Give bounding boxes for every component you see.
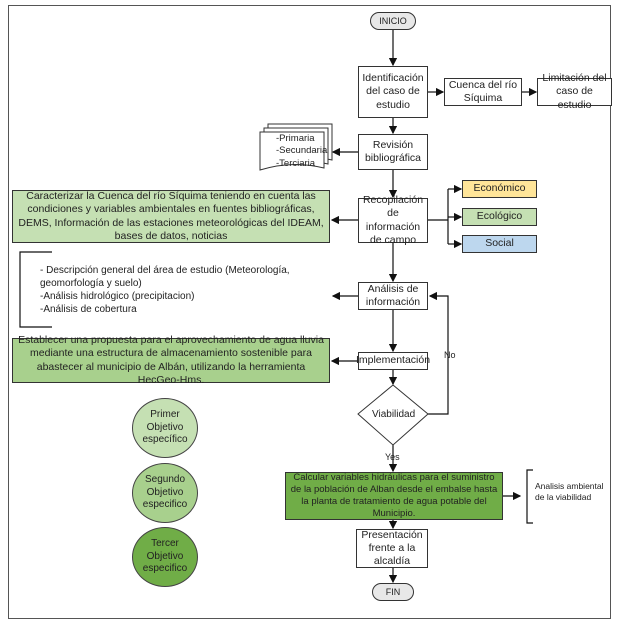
viabilidad-label: Viabilidad: [372, 409, 416, 420]
calcular-box: Calcular variables hidráulicas para el s…: [285, 472, 503, 520]
ecologico-box: Ecológico: [462, 208, 537, 226]
analisis-list: - Descripción general del área de estudi…: [40, 265, 290, 315]
identificacion-box: Identificación del caso de estudio: [358, 66, 428, 118]
legend-primer-objetivo: Primer Objetivo específico: [132, 398, 198, 458]
no-label: No: [444, 350, 456, 360]
document-stack-icon: [259, 123, 333, 171]
social-box: Social: [462, 235, 537, 253]
diagram-border: [8, 5, 611, 619]
inicio-terminal: INICIO: [370, 12, 416, 30]
yes-label: Yes: [385, 452, 400, 462]
fin-terminal: FIN: [372, 583, 414, 601]
recopilacion-box: Recopilación de información de campo: [358, 194, 428, 246]
sources-list: -Primaria -Secundaria -Terciaria: [276, 133, 328, 169]
legend-segundo-objetivo: Segundo Objetivo especifico: [132, 463, 198, 523]
legend-tercer-objetivo: Tercer Objetivo especifico: [132, 527, 198, 587]
viabilidad-diamond: [357, 384, 429, 446]
implementacion-box: Implementación: [356, 352, 430, 370]
cuenca-box: Cuenca del río Síquima: [444, 78, 522, 106]
revision-box: Revisión bibliográfica: [358, 134, 428, 170]
limitacion-box: Limitación del caso de estudio: [537, 72, 612, 111]
establecer-box: Establecer una propuesta para el aprovec…: [12, 334, 330, 386]
presentacion-box: Presentación frente a la alcaldía: [356, 529, 428, 568]
caracterizar-box: Caracterizar la Cuenca del río Síquima t…: [12, 190, 330, 243]
analisis-ambiental-text: Analisis ambiental de la viabilidad: [535, 481, 604, 502]
economico-box: Económico: [462, 180, 537, 198]
analisis-box: Análisis de información: [358, 282, 428, 310]
